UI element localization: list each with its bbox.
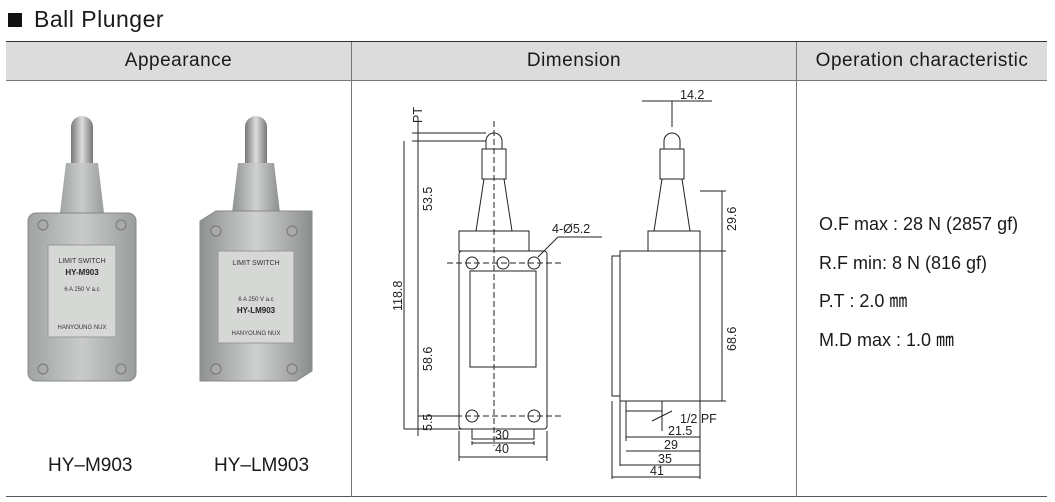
plate-maker: HANYOUNG NUX [231,331,280,337]
plate-model: HY-M903 [65,268,99,277]
table-body-row: LIMIT SWITCH HY-M903 6 A 250 V a.c HANYO… [6,81,1047,497]
op-pt: P.T : 2.0 ㎜ [819,291,908,311]
header-operation: Operation characteristic [815,50,1029,71]
plate-rating: 6 A 250 V a.c [64,287,99,293]
limit-switch-metal-image: LIMIT SWITCH HY-LM903 6 A 250 V a.c HANY… [199,116,313,382]
square-bullet-icon [8,12,22,27]
dim-hole: 4-Ø5.2 [552,222,590,236]
front-view [403,121,602,461]
dim-118-8: 118.8 [391,281,405,311]
operation-cell: O.F max : 28 N (2857 gf) R.F min: 8 N (8… [797,81,1047,497]
dim-58-6: 58.6 [421,347,435,371]
limit-switch-gray-image: LIMIT SWITCH HY-M903 6 A 250 V a.c HANYO… [27,116,137,382]
dim-pt: PT [411,107,425,123]
spec-table: Appearance Dimension Operation character… [6,41,1047,497]
op-rf-min: R.F min: 8 N (816 gf) [819,252,988,273]
plate-title: LIMIT SWITCH [232,260,279,267]
product-label-hy-m903: HY–M903 [48,455,133,476]
header-dimension: Dimension [352,42,797,80]
plate-model: HY-LM903 [237,306,276,315]
dim-5-5: 5.5 [421,414,435,431]
dimension-drawing: PT 53.5 118.8 58.6 5.5 30 40 4-Ø5.2 [391,88,739,479]
side-view [611,100,726,479]
table-header-row: Appearance Dimension Operation character… [6,42,1047,81]
header-appearance: Appearance [6,42,352,80]
dim-14-2: 14.2 [680,88,704,102]
section-title: Ball Plunger [8,4,164,34]
dim-41: 41 [650,464,664,478]
dim-1-2-pf: 1/2 PF [680,412,717,426]
op-of-max: O.F max : 28 N (2857 gf) [819,214,1019,234]
product-photo-hy-m903: LIMIT SWITCH HY-M903 6 A 250 V a.c HANYO… [18,113,148,383]
plate-title: LIMIT SWITCH [58,258,105,265]
dim-29-6: 29.6 [725,207,739,231]
dim-40: 40 [495,442,509,456]
section-title-text: Ball Plunger [34,5,165,32]
dim-35: 35 [658,452,672,466]
product-photo-hy-lm903: LIMIT SWITCH HY-LM903 6 A 250 V a.c HANY… [192,113,322,383]
dim-30: 30 [495,428,509,442]
dimension-cell: PT 53.5 118.8 58.6 5.5 30 40 4-Ø5.2 [352,81,797,497]
dim-29: 29 [664,438,678,452]
plate-rating: 6 A 250 V a.c [238,297,273,303]
dim-21-5: 21.5 [668,424,692,438]
dim-53-5: 53.5 [421,187,435,211]
op-md-max: M.D max : 1.0 ㎜ [819,329,955,350]
appearance-cell: LIMIT SWITCH HY-M903 6 A 250 V a.c HANYO… [6,81,352,497]
dim-68-6: 68.6 [725,327,739,351]
plate-maker: HANYOUNG NUX [57,325,106,331]
operation-list: O.F max : 28 N (2857 gf) R.F min: 8 N (8… [819,205,1018,359]
product-label-hy-lm903: HY–LM903 [214,455,310,476]
